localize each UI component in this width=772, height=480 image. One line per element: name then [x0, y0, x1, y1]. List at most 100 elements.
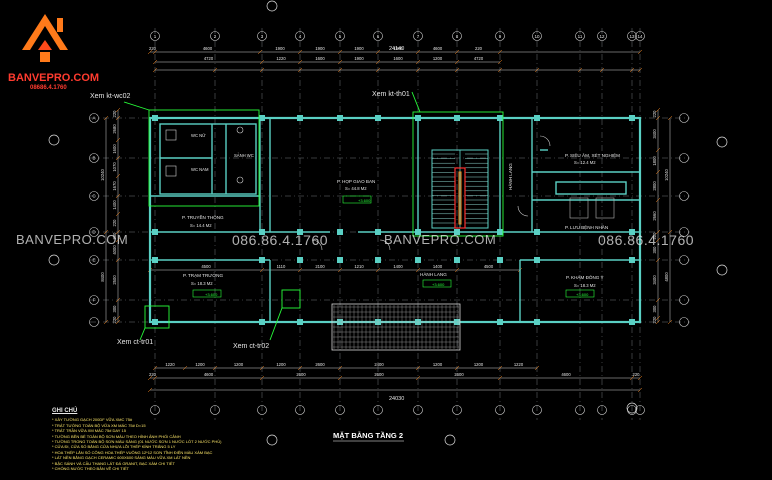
- dim-bottom-1-text-5: 4600: [561, 372, 571, 377]
- dim-left-1-tick-6: [115, 211, 121, 217]
- dim-top-1-tick-3: [297, 49, 303, 55]
- column-1: [152, 229, 158, 235]
- column-21: [415, 229, 421, 235]
- dim-left-2-tick-2: [103, 319, 109, 325]
- dim-right-1-tick-1: [655, 115, 661, 121]
- dim-bottom-1-tick-5: [497, 375, 503, 381]
- grid-bubble-bottom-8: [452, 405, 462, 415]
- watermark-phone-1: 086.86.4.1760: [232, 232, 329, 248]
- note-line: * TƯỜNG BÊN BỂ TOÀN BỘ SƠN MÀU THEO HÌNH…: [52, 433, 181, 439]
- dim-bottom-1-text-2: 2600: [296, 372, 306, 377]
- dim-top-1-tick-6: [415, 49, 421, 55]
- dim-top-axes-tick-10: [577, 67, 583, 73]
- dim-left-1-tick-5: [115, 193, 121, 199]
- room-name-wc-nam: WC NAM: [191, 167, 209, 172]
- dim-bottom-2-text-2: 1200: [234, 362, 244, 367]
- dim-mid-text-3: 1210: [354, 264, 364, 269]
- dim-top-axes-tick-0: [152, 67, 158, 73]
- grid-bubble-top-5: [335, 31, 345, 41]
- dim-top-1-text-1: 4600: [203, 46, 213, 51]
- dim-top-1-tick-4: [337, 49, 343, 55]
- dim-bottom-1-tick-2: [259, 375, 265, 381]
- level-khamdongy: +3.600: [576, 292, 589, 297]
- dim-top-2-tick-2: [297, 59, 303, 65]
- dim-right-1-text-9: 220: [652, 316, 657, 324]
- grid-bubble-bottom-10: [532, 405, 542, 415]
- dim-mid-tick-1: [259, 267, 265, 273]
- dim-top-axes-tick-5: [375, 67, 381, 73]
- room-name-truongtram: P. TRẠM TRƯỞNG: [183, 272, 223, 278]
- dim-top-1-text-3: 1900: [315, 46, 325, 51]
- grid-bubble-bottom-12: [597, 405, 607, 415]
- dim-mid-tick-4: [375, 267, 381, 273]
- dim-top-2-tick-7: [497, 59, 503, 65]
- dim-right-2-tick-2: [667, 319, 673, 325]
- grid-label-top-5: 5: [339, 34, 342, 39]
- grid-bubble-top-3: [257, 31, 267, 41]
- grid-bubble-top-9: [495, 31, 505, 41]
- column-30: [497, 257, 503, 263]
- dim-left-1-text-3: 1070: [112, 162, 117, 172]
- column-17: [375, 229, 381, 235]
- dim-top-2-text-1: 1220: [276, 56, 286, 61]
- dim-top-1-text-5: 1900: [393, 46, 403, 51]
- column-28: [497, 115, 503, 121]
- dim-right-1-text-4: 2660: [652, 211, 657, 221]
- room-name-sanh-wc: SẢNH WC: [234, 153, 254, 158]
- dim-right-1-text-6: 300: [652, 246, 657, 254]
- room-name-sieuam: P. SIÊU ÂM, XÉT NGHIỆM: [565, 151, 620, 158]
- grid-bubble-right-6: [679, 295, 689, 305]
- dim-top-axes-tick-6: [415, 67, 421, 73]
- dim-bottom-1-text-0: 220: [149, 372, 157, 377]
- column-7: [259, 319, 265, 325]
- room-area-hop: S= 44.8 M2: [345, 186, 367, 191]
- dim-bottom-overall-tick-0: [147, 387, 153, 393]
- notes-heading: GHI CHÚ: [52, 408, 78, 414]
- grid-label-left-1: A: [92, 116, 95, 121]
- brand-phone: 08686.4.1760: [30, 85, 67, 91]
- grid-bubble-right-5: [679, 255, 689, 265]
- brand-name: BANVEPRO.COM: [8, 72, 100, 84]
- dim-bottom-1-text-4: 2600: [454, 372, 464, 377]
- grid-bubble-bottom-6: [373, 405, 383, 415]
- dimension-lines: [103, 49, 673, 393]
- dim-right-1-tick-0: [655, 107, 661, 113]
- dim-bottom-2-tick-7: [454, 365, 460, 371]
- column-12: [337, 115, 343, 121]
- column-35: [534, 319, 540, 325]
- dim-top-2-tick-6: [454, 59, 460, 65]
- dim-left-2-text-0: 10240: [100, 169, 105, 181]
- dim-right-2-text-0: 10240: [664, 169, 669, 181]
- dim-top-1-tick-1: [152, 49, 158, 55]
- dim-top-1-text-4: 1900: [354, 46, 364, 51]
- watermark-site-2: BANVEPRO.COM: [384, 232, 497, 247]
- entrance-canopy-hatch: [331, 303, 461, 351]
- dim-mid-tick-3: [337, 267, 343, 273]
- column-33: [534, 229, 540, 235]
- grid-bubble-bottom-2: [210, 405, 220, 415]
- column-16: [375, 115, 381, 121]
- grid-label-top-9: 9: [499, 34, 502, 39]
- note-line: * TRÁT TƯỜNG TOÀN BỘ VỮA XM MÁC 75# D=15: [52, 422, 146, 428]
- dim-bottom-2-text-7: 1200: [474, 362, 484, 367]
- column-25: [454, 229, 460, 235]
- dim-top-1-tick-2: [257, 49, 263, 55]
- callout-kt-th01: Xem kt-th01: [372, 91, 410, 98]
- grid-bubble-bottom-14: [635, 405, 645, 415]
- grid-label-top-8: 8: [456, 34, 459, 39]
- dim-mid-text-2: 2100: [315, 264, 325, 269]
- dim-top-1-text-0: 220: [149, 46, 157, 51]
- dim-left-1-tick-3: [115, 155, 121, 161]
- grid-bubble-bottom-1: [150, 405, 160, 415]
- level-hop: +3.600: [358, 198, 371, 203]
- note-line: * TƯỜNG TRONG TOÀN BỘ SƠN MÀU SÁNG (01 N…: [52, 439, 222, 445]
- column-22: [415, 257, 421, 263]
- grid-label-top-6: 6: [377, 34, 380, 39]
- dim-mid-text-4: 1400: [393, 264, 403, 269]
- note-line: * XÂY TƯỜNG GẠCH 200DF VỮA XMC 75#: [52, 417, 133, 423]
- dim-bottom-1-tick-7: [637, 375, 643, 381]
- dim-left-1-tick-8: [115, 237, 121, 243]
